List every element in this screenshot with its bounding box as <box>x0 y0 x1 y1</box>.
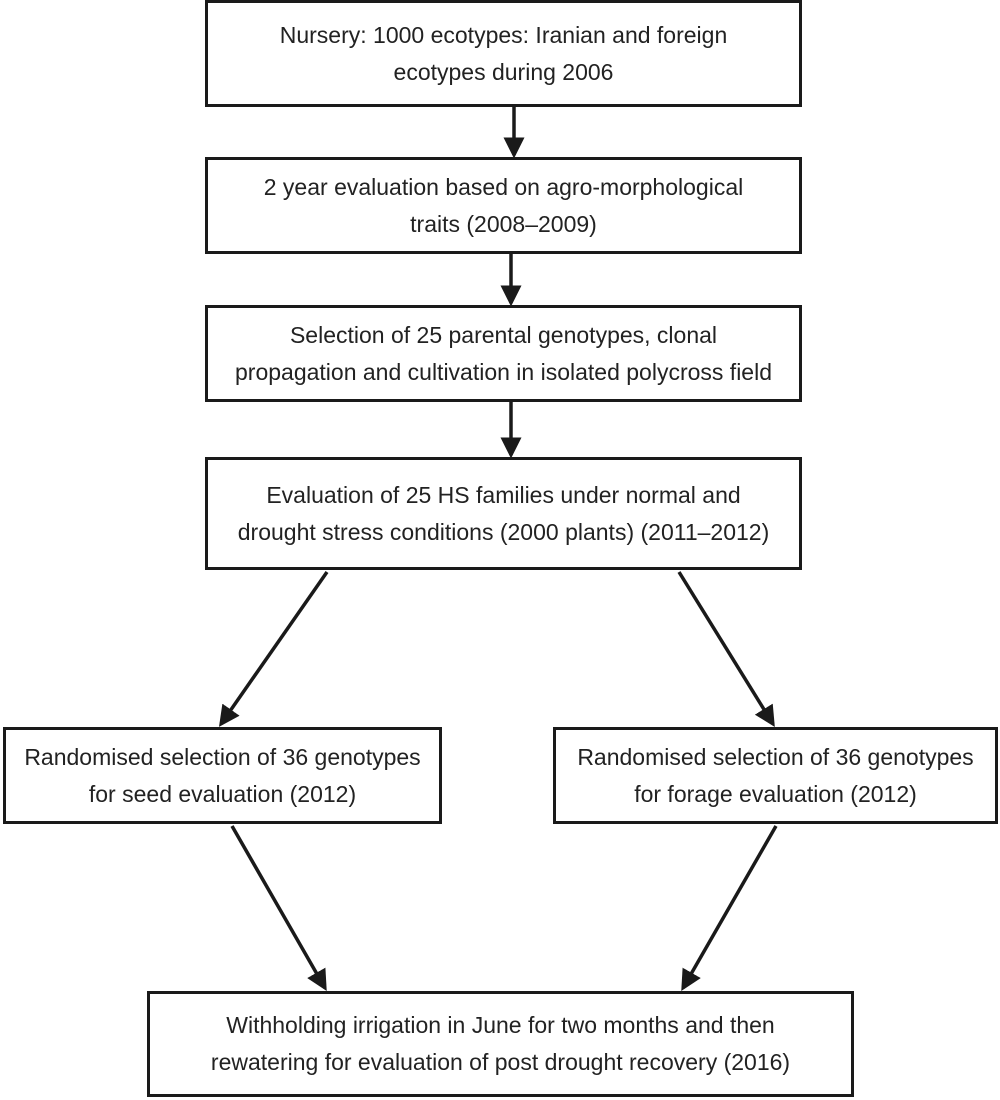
node-forage-selection: Randomised selection of 36 genotypes for… <box>553 727 998 824</box>
arrow-seed-selection-to-drought-recovery <box>230 825 327 992</box>
node-drought-recovery-line-1: Withholding irrigation in June for two m… <box>226 1012 775 1038</box>
node-seed-selection-line-2: for seed evaluation (2012) <box>88 780 357 807</box>
arrow-hs-families-to-forage-selection <box>677 571 775 727</box>
node-hs-families-line-2: drought stress conditions (2000 plants) … <box>237 518 770 545</box>
node-hs-families: Evaluation of 25 HS families under norma… <box>205 457 802 570</box>
node-forage-selection-line-1: Randomised selection of 36 genotypes <box>577 743 974 770</box>
node-selection: Selection of 25 parental genotypes, clon… <box>205 305 802 402</box>
node-nursery-line-2: ecotypes during 2006 <box>393 58 614 85</box>
arrow-hs-families-to-seed-selection <box>218 570 329 727</box>
node-seed-selection: Randomised selection of 36 genotypes for… <box>3 727 442 824</box>
node-drought-recovery-line-2: rewatering for evaluation of post drough… <box>210 1049 791 1075</box>
node-seed-selection-line-1: Randomised selection of 36 genotypes <box>24 743 421 770</box>
node-nursery: Nursery: 1000 ecotypes: Iranian and fore… <box>205 0 802 107</box>
node-hs-families-line-1: Evaluation of 25 HS families under norma… <box>266 481 741 508</box>
node-evaluation-line-1: 2 year evaluation based on agro-morpholo… <box>263 173 744 200</box>
node-nursery-line-1: Nursery: 1000 ecotypes: Iranian and fore… <box>279 21 728 48</box>
node-evaluation: 2 year evaluation based on agro-morpholo… <box>205 157 802 254</box>
node-selection-line-2: propagation and cultivation in isolated … <box>235 358 772 385</box>
node-selection-line-1: Selection of 25 parental genotypes, clon… <box>289 321 718 348</box>
node-evaluation-line-2: traits (2008–2009) <box>410 210 597 237</box>
node-forage-selection-line-2: for forage evaluation (2012) <box>634 780 917 807</box>
arrow-forage-selection-to-drought-recovery <box>681 825 778 992</box>
node-drought-recovery: Withholding irrigation in June for two m… <box>147 991 854 1097</box>
